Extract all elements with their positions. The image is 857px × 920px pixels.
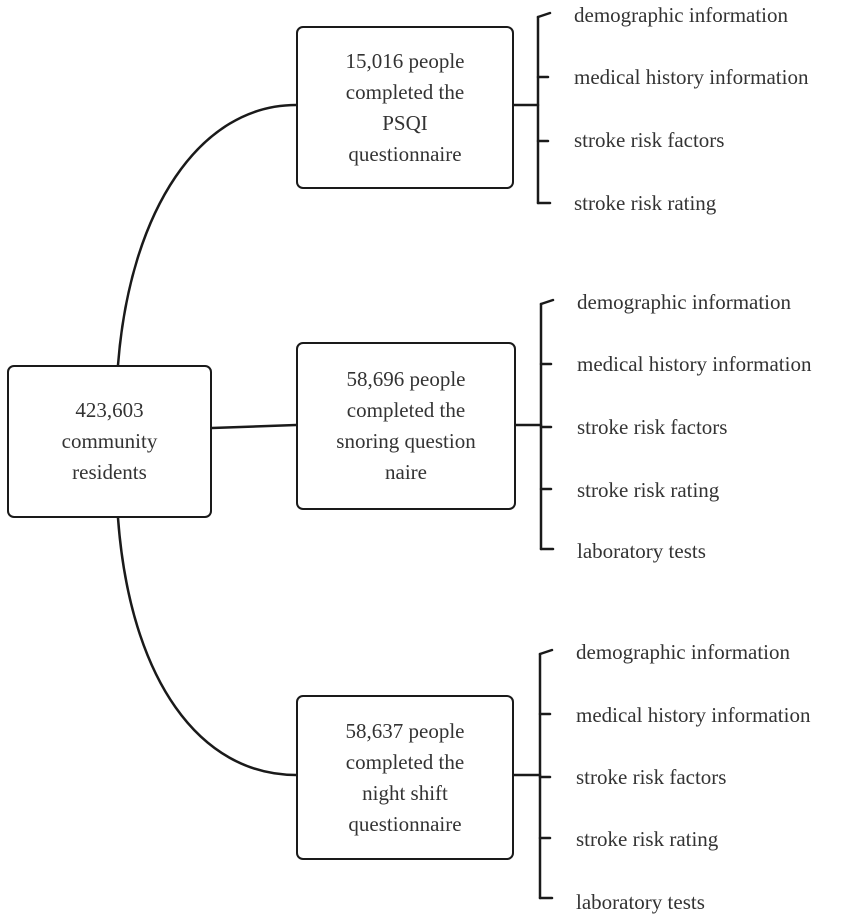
- root-line-3: residents: [72, 460, 147, 484]
- snoring-item-risk-factors: stroke risk factors: [577, 415, 728, 439]
- snoring-item-medical-history: medical history information: [577, 352, 812, 376]
- connector-root-to-nightshift: [116, 516, 298, 777]
- psqi-item-risk-factors: stroke risk factors: [574, 128, 725, 152]
- bracket-nightshift-tick-1: [538, 648, 554, 656]
- branch-box-nightshift: 58,637 people completed the night shift …: [296, 695, 514, 860]
- bracket-psqi-tick-1: [536, 11, 552, 19]
- branch-psqi-line-2: completed the: [345, 79, 465, 104]
- branch-psqi-line-3: PSQI: [382, 110, 428, 135]
- psqi-item-demographic: demographic information: [574, 3, 789, 27]
- nightshift-item-lab-tests: laboratory tests: [576, 890, 705, 914]
- branch-snoring-line-3: snoring question: [336, 429, 476, 453]
- snoring-item-risk-rating: stroke risk rating: [577, 478, 720, 502]
- connector-root-to-psqi: [116, 103, 298, 367]
- branch-snoring-line-1: 58,696 people: [346, 367, 466, 391]
- branch-nightshift-line-2: completed the: [345, 749, 465, 774]
- snoring-item-lab-tests: laboratory tests: [577, 539, 706, 563]
- snoring-item-demographic: demographic information: [577, 290, 792, 314]
- root-line-2: community: [61, 429, 158, 453]
- nightshift-item-risk-factors: stroke risk factors: [576, 765, 727, 789]
- branch-snoring-line-4: naire: [385, 460, 427, 484]
- branch-psqi-line-1: 15,016 people: [345, 48, 465, 73]
- nightshift-item-demographic: demographic information: [576, 640, 791, 664]
- connector-root-to-snoring: [210, 423, 298, 430]
- branch-nightshift-line-1: 58,637 people: [345, 718, 465, 743]
- branch-box-psqi: 15,016 people completed the PSQI questio…: [296, 26, 514, 189]
- bracket-snoring-tick-1: [539, 298, 555, 306]
- branch-nightshift-line-3: night shift: [362, 780, 448, 805]
- branch-box-snoring: 58,696 people completed the snoring ques…: [296, 342, 516, 510]
- root-line-1: 423,603: [75, 398, 144, 422]
- branch-psqi-line-4: questionnaire: [348, 141, 462, 166]
- nightshift-item-risk-rating: stroke risk rating: [576, 827, 719, 851]
- nightshift-item-medical-history: medical history information: [576, 703, 811, 727]
- psqi-item-medical-history: medical history information: [574, 65, 809, 89]
- root-box: 423,603 community residents: [7, 365, 212, 518]
- branch-snoring-line-2: completed the: [346, 398, 466, 422]
- psqi-item-risk-rating: stroke risk rating: [574, 191, 717, 215]
- branch-nightshift-line-4: questionnaire: [348, 811, 462, 836]
